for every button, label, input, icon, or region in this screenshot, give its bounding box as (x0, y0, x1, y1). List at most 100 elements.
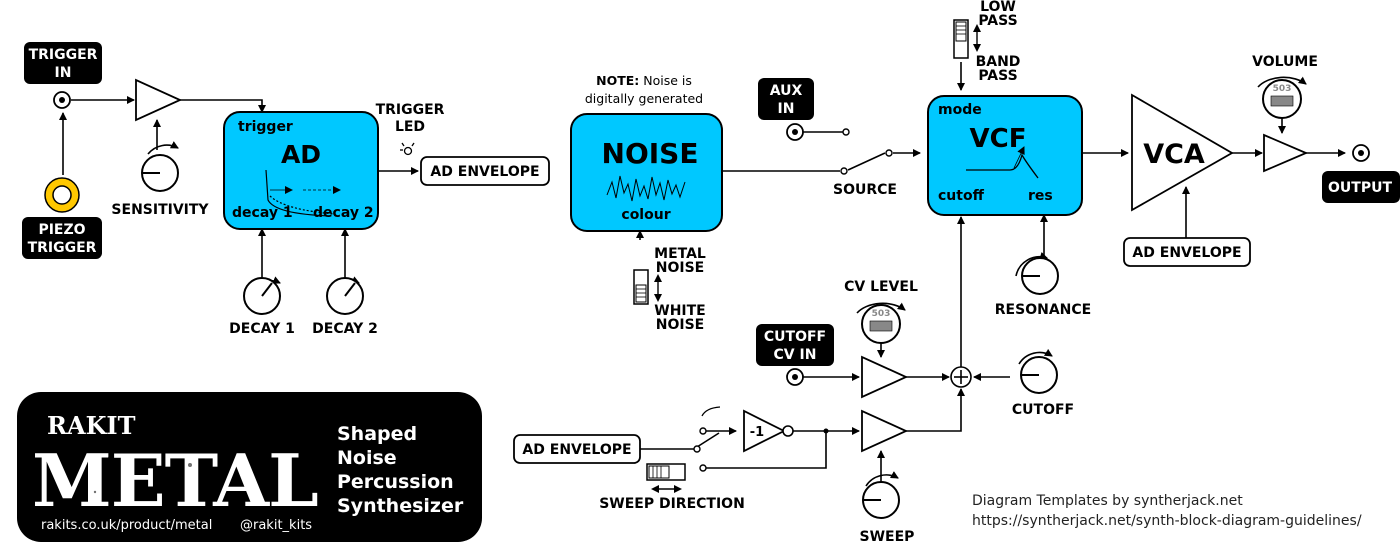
volume-label: VOLUME (1252, 54, 1318, 70)
resonance-knob[interactable] (1015, 252, 1059, 295)
resonance-label: RESONANCE (995, 302, 1091, 318)
low-pass-label-2: PASS (978, 13, 1017, 29)
svg-text:CV IN: CV IN (774, 347, 817, 363)
noise-block: NOISE colour (570, 113, 723, 232)
sweep-direction-switch[interactable] (646, 463, 686, 493)
cv-summing-junction (950, 366, 972, 388)
source-switch-contact-noise (840, 167, 848, 175)
sweep-switch-contact-invert (699, 427, 707, 435)
piezo-trigger-disc[interactable] (44, 177, 80, 213)
cutoff-cv-in-jack[interactable] (786, 368, 804, 386)
sweep-switch-throw-indicator (701, 406, 721, 417)
vca-block: VCA (1131, 93, 1234, 212)
brand-logo: METAL (32, 438, 318, 523)
svg-text:CUTOFF: CUTOFF (764, 329, 826, 345)
brand-tagline-2: Noise (337, 447, 397, 469)
cutoff-knob[interactable] (1018, 348, 1058, 394)
svg-text:AD ENVELOPE: AD ENVELOPE (430, 164, 539, 180)
sweep-knob[interactable] (862, 471, 900, 519)
metal-white-noise-switch[interactable] (633, 269, 662, 305)
aux-in-jack[interactable] (786, 123, 804, 141)
ad-envelope-vca-input: AD ENVELOPE (1123, 237, 1251, 267)
svg-text:AD: AD (281, 140, 321, 169)
svg-text:mode: mode (938, 102, 982, 118)
band-pass-label-1: BAND (976, 54, 1021, 70)
signal-wires (59, 62, 1346, 484)
source-label: SOURCE (833, 182, 897, 198)
cutoff-label: CUTOFF (1012, 402, 1074, 418)
vcf-block: mode VCF cutoff res (927, 95, 1083, 216)
output-jack[interactable] (1352, 144, 1370, 162)
volume-trimmer[interactable]: 503 (1257, 76, 1307, 119)
sweep-direction-label: SWEEP DIRECTION (599, 496, 745, 512)
low-pass-label-1: LOW (980, 0, 1016, 15)
band-pass-label-2: PASS (978, 68, 1017, 84)
sweep-switch-common[interactable] (693, 445, 701, 453)
cv-level-amp (861, 355, 909, 399)
brand-url: rakits.co.uk/product/metal (41, 518, 212, 533)
trigger-led-label-2: LED (395, 119, 425, 135)
decay1-label: DECAY 1 (229, 321, 295, 337)
sweep-switch-contact-direct (699, 464, 707, 472)
source-switch-common[interactable] (885, 149, 893, 157)
svg-text:decay 2: decay 2 (313, 205, 374, 221)
aux-in-label: AUX IN (758, 78, 814, 120)
decay1-knob[interactable] (243, 276, 281, 315)
white-noise-label-1: WHITE (654, 303, 705, 319)
ad-envelope-sweep-input: AD ENVELOPE (513, 434, 641, 464)
svg-text:TRIGGER: TRIGGER (28, 240, 97, 256)
trigger-amp (135, 78, 183, 122)
svg-text:TRIGGER: TRIGGER (29, 47, 98, 63)
svg-text:trigger: trigger (238, 119, 293, 135)
noise-note-line2: digitally generated (585, 91, 703, 106)
credits-line-1: Diagram Templates by syntherjack.net (972, 493, 1243, 509)
filter-mode-switch[interactable] (953, 19, 981, 59)
svg-text:res: res (1028, 188, 1053, 204)
ad-envelope-block: trigger AD decay 1 decay 2 (223, 111, 379, 230)
output-label: OUTPUT (1322, 171, 1400, 203)
metal-noise-label-1: METAL (654, 246, 706, 262)
brand-tagline-3: Percussion (337, 471, 454, 493)
source-switch-contact-aux (842, 128, 850, 136)
svg-text:503: 503 (1273, 84, 1292, 94)
svg-text:VCA: VCA (1143, 139, 1205, 170)
svg-text:PIEZO: PIEZO (38, 222, 85, 238)
sweep-junction-dot (823, 428, 829, 434)
svg-text:decay 1: decay 1 (232, 205, 293, 221)
brand-tagline-4: Synthesizer (337, 495, 464, 517)
decay2-label: DECAY 2 (312, 321, 378, 337)
svg-text:OUTPUT: OUTPUT (1328, 180, 1392, 196)
trigger-in-label: TRIGGER IN (24, 42, 102, 84)
brand-grunge-texture (68, 456, 264, 498)
sweep-label: SWEEP (860, 529, 915, 545)
sweep-amp (861, 409, 909, 453)
svg-text:AUX: AUX (770, 83, 803, 99)
metal-noise-label-2: NOISE (656, 260, 704, 276)
svg-text:AD ENVELOPE: AD ENVELOPE (522, 442, 631, 458)
inverter: -1 (743, 409, 794, 453)
svg-text:colour: colour (621, 207, 670, 223)
brand-tagline-1: Shaped (337, 423, 417, 445)
svg-text:503: 503 (872, 309, 891, 319)
output-amp (1263, 133, 1309, 173)
credits-line-2: https://syntherjack.net/synth-block-diag… (972, 513, 1362, 529)
cutoff-cv-in-label: CUTOFF CV IN (756, 324, 834, 366)
decay2-knob[interactable] (326, 276, 364, 315)
svg-text:-1: -1 (750, 425, 764, 440)
brand-handle: @rakit_kits (240, 518, 312, 533)
sensitivity-knob[interactable] (141, 141, 179, 192)
ad-envelope-output: AD ENVELOPE (420, 156, 550, 186)
svg-text:IN: IN (55, 65, 72, 81)
brand-panel: RAKIT METAL rakits.co.uk/product/metal @… (17, 392, 482, 542)
piezo-trigger-label: PIEZO TRIGGER (22, 217, 102, 259)
brand-small-logo: RAKIT (47, 411, 136, 440)
trigger-in-jack[interactable] (53, 91, 71, 109)
svg-text:NOISE: NOISE (602, 137, 699, 170)
trigger-led-label-1: TRIGGER (376, 102, 445, 118)
cv-level-trimmer[interactable]: 503 (856, 302, 906, 344)
svg-text:IN: IN (778, 101, 795, 117)
svg-text:cutoff: cutoff (938, 188, 985, 204)
svg-text:AD ENVELOPE: AD ENVELOPE (1132, 245, 1241, 261)
noise-note-line1: NOTE: Noise is (596, 73, 692, 88)
